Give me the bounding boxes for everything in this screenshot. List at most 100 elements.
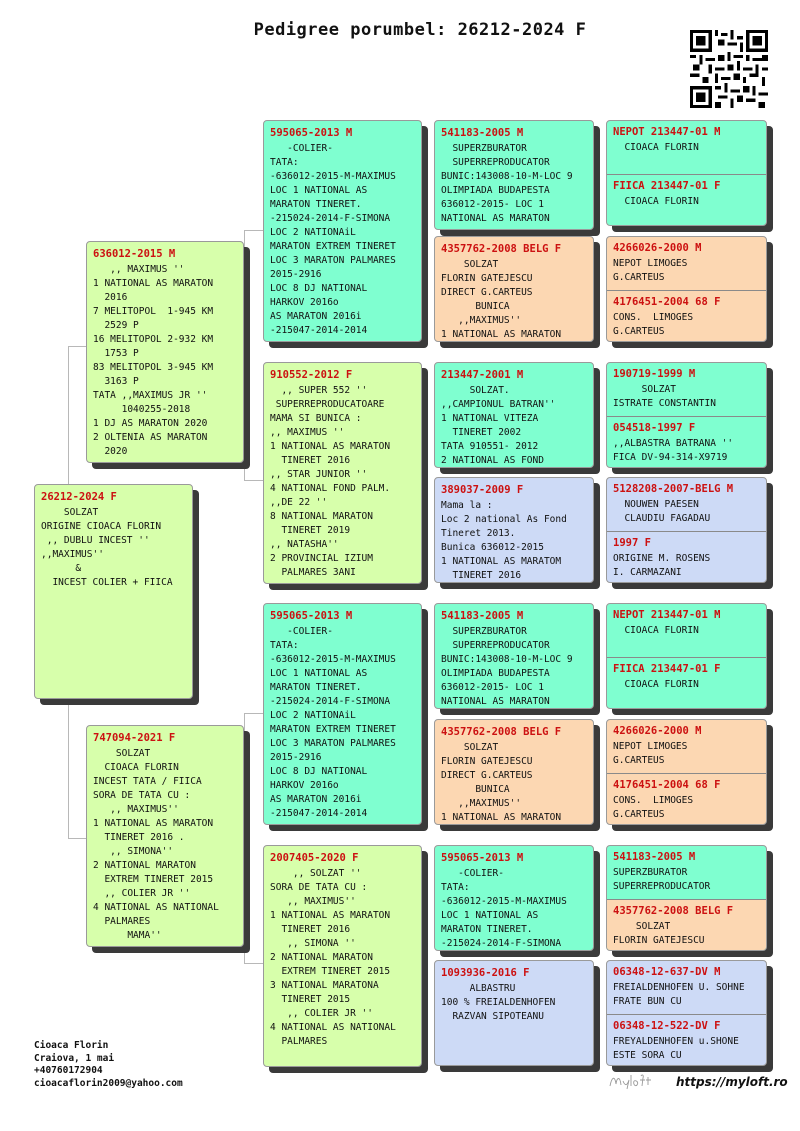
g4-pair-8[interactable]: 06348-12-637-DV M FREIALDENHOFEN U. SOHNE… xyxy=(606,960,767,1066)
g3-card-6[interactable]: 4357762-2008 BELG F SOLZAT FLORIN GATEJE… xyxy=(434,719,594,825)
ring-number: 26212-2024 F xyxy=(41,491,117,503)
website-link[interactable]: https://myloft.ro xyxy=(676,1075,788,1089)
card-text: FREIALDENHOFEN U. SOHNE FRATE BUN CU xyxy=(613,982,745,1007)
g4-pair-5[interactable]: NEPOT 213447-01 M CIOACA FLORIN FIICA 21… xyxy=(606,603,767,709)
card-text: SOLZAT FLORIN GATEJESCU DIRECT G.CARTEUS… xyxy=(441,742,562,823)
card-text: SOLZAT FLORIN GATEJESCU xyxy=(613,921,705,946)
connector-line xyxy=(244,230,245,480)
connector-line xyxy=(244,480,263,481)
connector-line xyxy=(422,420,423,535)
connector-line xyxy=(68,346,86,347)
sire-sire-card[interactable]: 595065-2013 M -COLIER- TATA: -636012-201… xyxy=(263,120,422,342)
ring-number: 1997 F xyxy=(613,537,651,549)
ring-number: FIICA 213447-01 F xyxy=(613,663,721,675)
ring-number: 06348-12-637-DV M xyxy=(613,966,721,978)
dam-dam-card[interactable]: 2007405-2020 F ,, SOLZAT '' SORA DE TATA… xyxy=(263,845,422,1067)
ring-number: 389037-2009 F xyxy=(441,484,524,496)
g3-card-1[interactable]: 541183-2005 M SUPERZBURATOR SUPERREPRODU… xyxy=(434,120,594,230)
connector-line xyxy=(598,875,599,925)
ring-number: 595065-2013 M xyxy=(441,852,524,864)
g3-card-2[interactable]: 4357762-2008 BELG F SOLZAT FLORIN GATEJE… xyxy=(434,236,594,342)
g4-pair-2[interactable]: 4266026-2000 M NEPOT LIMOGES G.CARTEUS 41… xyxy=(606,236,767,342)
g4-pair-3[interactable]: 190719-1999 M SOLZAT ISTRATE CONSTANTIN … xyxy=(606,362,767,468)
connector-line xyxy=(422,653,423,780)
card-text: SOLZAT CIOACA FLORIN INCEST TATA / FIICA… xyxy=(93,748,219,941)
card-text: FREYALDENHOFEN u.SHONE ESTE SORA CU xyxy=(613,1036,739,1061)
connector-line xyxy=(244,963,263,964)
ring-number: 4266026-2000 M xyxy=(613,242,702,254)
myloft-signature-logo xyxy=(609,1074,651,1090)
connector-line xyxy=(598,150,599,205)
connector-line xyxy=(598,395,599,445)
card-text: ,, SOLZAT '' SORA DE TATA CU : ,, MAXIMU… xyxy=(270,868,396,1047)
card-text: ,, SUPER 552 '' SUPERREPRODUCATOARE MAMA… xyxy=(270,385,391,578)
dam-sire-card[interactable]: 595065-2013 M -COLIER- TATA: -636012-201… xyxy=(263,603,422,825)
sire-card[interactable]: 636012-2015 M ,, MAXIMUS '' 1 NATIONAL A… xyxy=(86,241,244,463)
ring-number: 5128208-2007-BELG M xyxy=(613,483,734,495)
g3-card-5[interactable]: 541183-2005 M SUPERZBURATOR SUPERREPRODU… xyxy=(434,603,594,709)
ring-number: NEPOT 213447-01 M xyxy=(613,126,721,138)
owner-name: Cioaca Florin xyxy=(34,1040,109,1051)
card-text: CIOACA FLORIN xyxy=(613,196,699,207)
card-text: CIOACA FLORIN xyxy=(613,679,699,690)
connector-line xyxy=(422,903,423,1018)
card-text: SOLZAT ISTRATE CONSTANTIN xyxy=(613,384,716,409)
connector-line xyxy=(598,745,599,800)
connector-line xyxy=(244,230,263,231)
ring-number: 4266026-2000 M xyxy=(613,725,702,737)
subject-card[interactable]: 26212-2024 F SOLZAT ORIGINE CIOACA FLORI… xyxy=(34,484,193,699)
ring-number: 541183-2005 M xyxy=(441,127,524,139)
connector-line xyxy=(598,633,599,688)
ring-number: 595065-2013 M xyxy=(270,127,353,139)
card-text: SUPERZBURATOR SUPERREPRODUCATOR BUNIC:14… xyxy=(441,143,573,224)
ring-number: 1093936-2016 F xyxy=(441,967,530,979)
card-text: ,, MAXIMUS '' 1 NATIONAL AS MARATON 2016… xyxy=(93,264,214,457)
connector-line xyxy=(598,262,599,317)
card-text: CIOACA FLORIN xyxy=(613,142,699,153)
card-text: CONS. LIMOGES G.CARTEUS xyxy=(613,795,694,820)
ring-number: 4357762-2008 BELG F xyxy=(613,905,734,917)
g3-card-7[interactable]: 595065-2013 M -COLIER- TATA: -636012-201… xyxy=(434,845,594,951)
ring-number: 541183-2005 M xyxy=(613,851,696,863)
ring-number: 054518-1997 F xyxy=(613,422,696,434)
ring-number: 910552-2012 F xyxy=(270,369,353,381)
page-title: Pedigree porumbel: 26212-2024 F xyxy=(253,20,587,40)
g4-pair-4[interactable]: 5128208-2007-BELG M NOUWEN PAESEN CLAUDI… xyxy=(606,477,767,583)
ring-number: 2007405-2020 F xyxy=(270,852,359,864)
card-text: ALBASTRU 100 % FREIALDENHOFEN RAZVAN SIP… xyxy=(441,983,556,1022)
connector-line xyxy=(422,170,423,297)
dam-card[interactable]: 747094-2021 F SOLZAT CIOACA FLORIN INCES… xyxy=(86,725,244,947)
ring-number: 4357762-2008 BELG F xyxy=(441,726,562,738)
ring-number: 541183-2005 M xyxy=(441,610,524,622)
owner-phone: +40760172904 xyxy=(34,1065,103,1076)
owner-email[interactable]: cioacaflorin2009@yahoo.com xyxy=(34,1077,183,1089)
card-text: SUPERZBURATOR SUPERREPRODUCATOR BUNIC:14… xyxy=(441,626,573,707)
card-text: SOLZAT. ,,CAMPIONUL BATRAN'' 1 NATIONAL … xyxy=(441,385,556,466)
card-text: CONS. LIMOGES G.CARTEUS xyxy=(613,312,694,337)
card-text: ORIGINE M. ROSENS I. CARMAZANI xyxy=(613,553,711,578)
connector-line xyxy=(68,346,69,484)
owner-city: Craiova, 1 mai xyxy=(34,1052,115,1064)
ring-number: 636012-2015 M xyxy=(93,248,176,260)
ring-number: NEPOT 213447-01 M xyxy=(613,609,721,621)
card-text: SOLZAT FLORIN GATEJESCU DIRECT G.CARTEUS… xyxy=(441,259,562,340)
connector-line xyxy=(598,505,599,560)
connector-line xyxy=(244,713,245,963)
g3-card-4[interactable]: 389037-2009 F Mama la : Loc 2 national A… xyxy=(434,477,594,583)
connector-line xyxy=(68,700,69,838)
card-text: NEPOT LIMOGES G.CARTEUS xyxy=(613,258,688,283)
ring-number: 4176451-2004 68 F xyxy=(613,779,721,791)
g4-pair-1[interactable]: NEPOT 213447-01 M CIOACA FLORIN FIICA 21… xyxy=(606,120,767,226)
ring-number: 4176451-2004 68 F xyxy=(613,296,721,308)
ring-number: 595065-2013 M xyxy=(270,610,353,622)
ring-number: 213447-2001 M xyxy=(441,369,524,381)
card-text: Mama la : Loc 2 national As Fond Tineret… xyxy=(441,500,567,581)
card-text: -COLIER- TATA: -636012-2015-M-MAXIMUS LO… xyxy=(270,143,396,336)
g3-card-8[interactable]: 1093936-2016 F ALBASTRU 100 % FREIALDENH… xyxy=(434,960,594,1066)
g3-card-3[interactable]: 213447-2001 M SOLZAT. ,,CAMPIONUL BATRAN… xyxy=(434,362,594,468)
ring-number: 747094-2021 F xyxy=(93,732,176,744)
sire-dam-card[interactable]: 910552-2012 F ,, SUPER 552 '' SUPERREPRO… xyxy=(263,362,422,584)
